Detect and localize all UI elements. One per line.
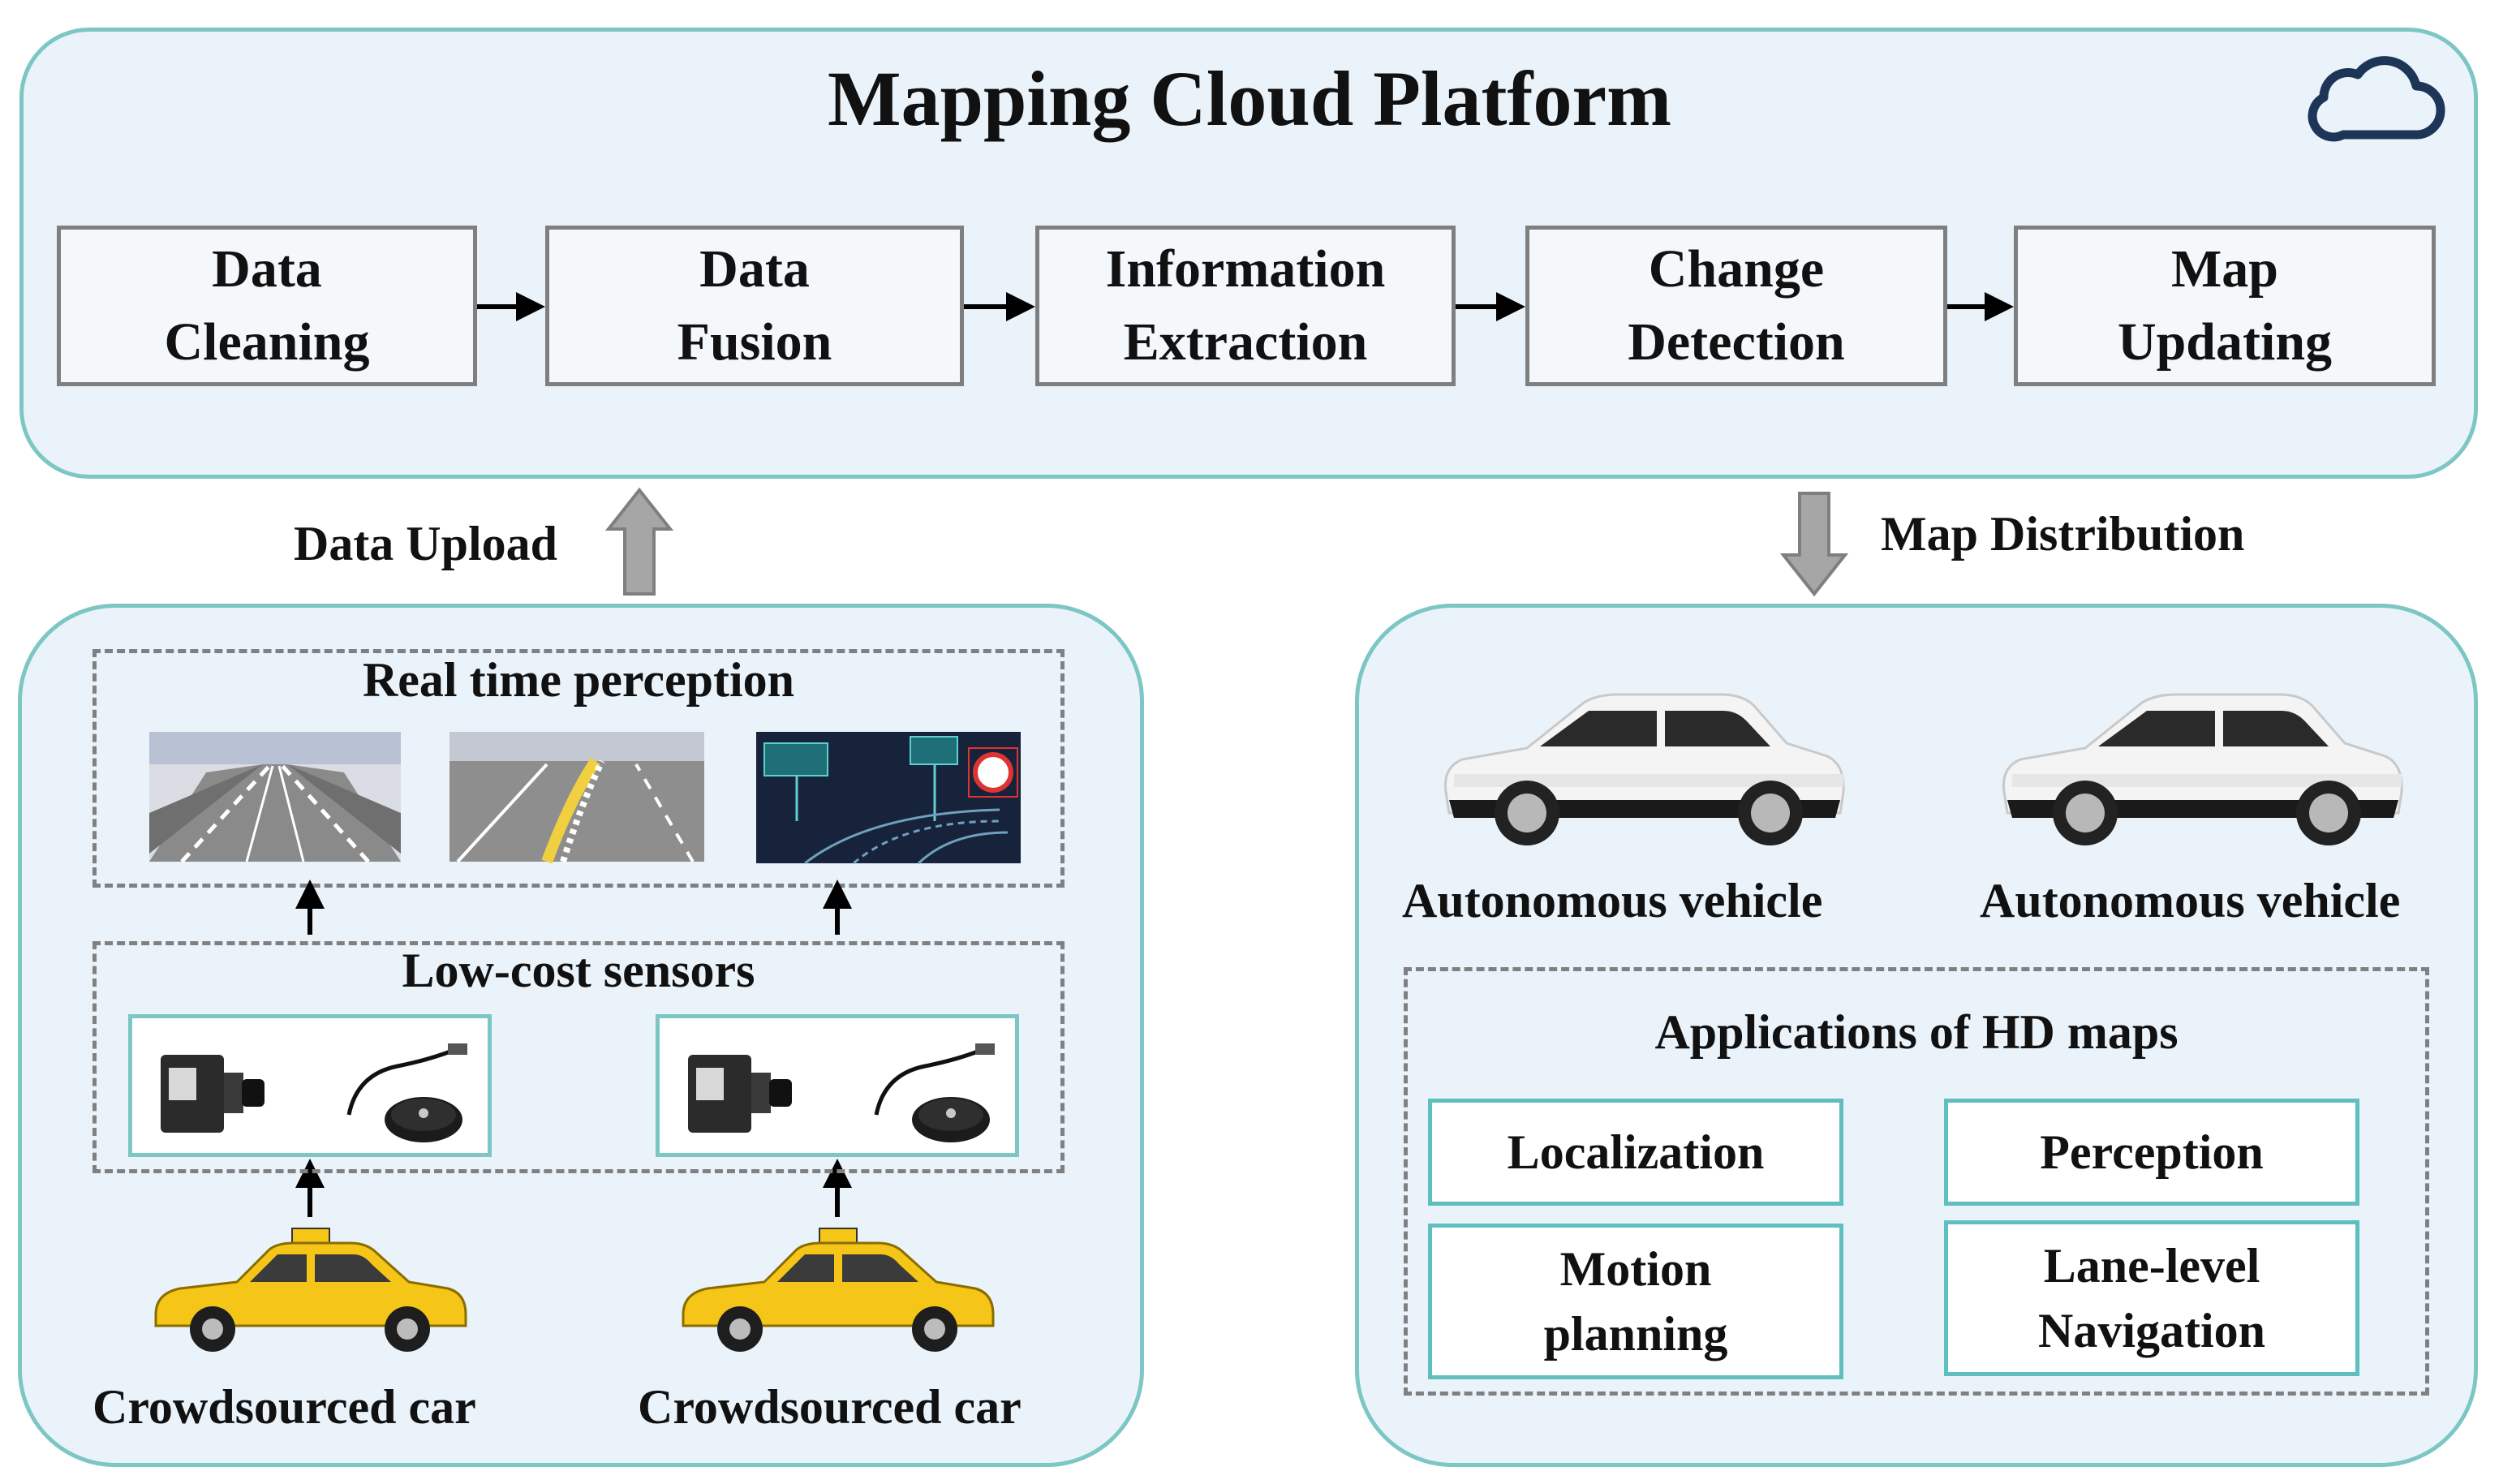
applications-title: Applications of HD maps [1654,1005,2179,1059]
perception-group [92,649,1065,888]
step-information-extraction: Information Extraction [1035,226,1456,386]
distribution-arrow-icon [1779,492,1849,597]
step-map-updating: Map Updating [2014,226,2436,386]
map-distribution-label: Map Distribution [1881,507,2245,561]
hd-map-applications-group [1404,967,2429,1396]
data-upload-label: Data Upload [294,517,558,570]
step-data-fusion: Data Fusion [545,226,964,386]
gnss-antenna-icon [874,1043,995,1142]
step-change-detection: Change Detection [1525,226,1947,386]
highway-lanes-image [149,732,401,863]
step-data-cleaning: Data Cleaning [57,226,477,386]
gnss-antenna-icon [346,1043,467,1142]
app-localization: Localization [1428,1099,1843,1206]
app-lane-level-navigation: Lane-level Navigation [1944,1220,2359,1376]
camera-icon [161,1055,265,1133]
crowdsourced-car-label: Crowdsourced car [638,1380,1022,1434]
app-perception: Perception [1944,1099,2359,1206]
app-motion-planning: Motion planning [1428,1224,1843,1379]
night-road-signs-image [756,732,1021,865]
autonomous-vehicle-label: Autonomous vehicle [1980,874,2401,927]
camera-icon [688,1055,792,1133]
page-title: Mapping Cloud Platform [827,55,1672,142]
sensors-group [92,941,1065,1173]
perception-title: Real time perception [362,653,795,707]
taxi-car-icon [154,1228,467,1352]
pipeline-arrows [477,292,2014,321]
sensors-title: Low-cost sensors [402,944,755,997]
suv-icon [1443,693,1845,845]
crowdsourced-car-label: Crowdsourced car [92,1380,476,1434]
upload-arrow-icon [604,487,674,596]
autonomous-vehicle-label: Autonomous vehicle [1402,874,1823,927]
cloud-icon [2308,56,2445,142]
sensor-kit-right [656,1014,1019,1157]
suv-icon [2002,693,2403,845]
curved-road-image [449,732,704,864]
taxi-car-icon [682,1228,995,1352]
